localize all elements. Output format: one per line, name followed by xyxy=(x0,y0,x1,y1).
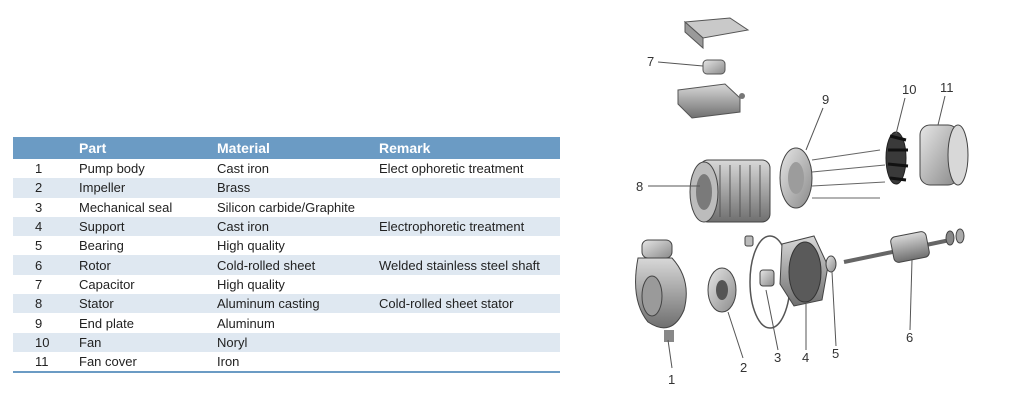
diagram-label-1: 1 xyxy=(668,372,675,387)
table-row: 8 Stator Aluminum casting Cold-rolled sheet… xyxy=(13,294,560,314)
fan-part xyxy=(885,131,909,185)
capacitor-terminal-box-part xyxy=(677,17,750,119)
table-row: 5 Bearing High quality xyxy=(13,236,560,256)
row-number: 5 xyxy=(35,238,43,254)
table-row: 9 End plate Aluminum xyxy=(13,313,560,333)
row-number: 9 xyxy=(35,315,43,331)
row-part: Fan cover xyxy=(79,354,137,370)
row-material: Iron xyxy=(217,354,240,370)
row-number: 1 xyxy=(35,161,43,177)
row-material: Brass xyxy=(217,180,251,196)
table-row: 4 Support Cast iron Electrophoretic treatme… xyxy=(13,216,560,237)
row-number: 11 xyxy=(35,354,49,370)
row-number: 7 xyxy=(35,276,43,292)
diagram-label-9: 9 xyxy=(822,92,829,107)
diagram-label-10: 10 xyxy=(902,82,916,97)
diagram-label-6: 6 xyxy=(906,330,913,345)
table-row: 2 Impeller Brass xyxy=(13,178,560,198)
row-material: High quality xyxy=(217,276,285,292)
row-part: Pump body xyxy=(79,161,145,177)
diagram-label-5: 5 xyxy=(832,346,839,361)
exploded-pump-diagram: 7 8 9 10 11 1 2 3 4 5 6 xyxy=(600,0,1014,404)
row-remark xyxy=(379,275,560,294)
stator-housing-part xyxy=(689,159,771,223)
row-part: Mechanical seal xyxy=(79,199,173,215)
diagram-label-4: 4 xyxy=(802,350,809,365)
row-material: Silicon carbide/Graphite xyxy=(217,199,356,215)
header-part: Part xyxy=(79,140,107,156)
bearing-part xyxy=(825,255,837,273)
row-number: 3 xyxy=(35,199,43,215)
diagram-label-7: 7 xyxy=(647,54,654,69)
diagram-label-2: 2 xyxy=(740,360,747,375)
table-bottom-rule xyxy=(13,371,560,374)
row-material: Cast iron xyxy=(217,161,270,177)
diagram-label-3: 3 xyxy=(774,350,781,365)
row-number: 8 xyxy=(35,296,43,312)
row-remark xyxy=(379,178,560,197)
header-remark: Remark xyxy=(379,140,431,156)
row-part: Bearing xyxy=(79,238,124,254)
row-remark xyxy=(379,333,560,352)
diagram-label-11: 11 xyxy=(940,80,954,95)
header-number xyxy=(13,137,79,159)
row-remark: Electrophoretic treatment xyxy=(379,219,525,235)
support-part xyxy=(779,235,829,307)
row-remark xyxy=(379,236,560,255)
header-material: Material xyxy=(217,140,270,156)
row-material: Cast iron xyxy=(217,219,270,235)
end-plate-part xyxy=(779,147,886,209)
row-part: Rotor xyxy=(79,257,111,273)
row-number: 2 xyxy=(35,180,43,196)
table-row: 3 Mechanical seal Silicon carbide/Graphite xyxy=(13,197,560,217)
row-remark: Welded stainless steel shaft xyxy=(379,257,540,273)
row-number: 6 xyxy=(35,257,43,273)
row-part: Support xyxy=(79,219,125,235)
row-number: 4 xyxy=(35,219,43,235)
row-material: Aluminum xyxy=(217,315,275,331)
row-remark: Cold-rolled sheet stator xyxy=(379,296,514,312)
rotor-part xyxy=(843,228,965,264)
row-remark xyxy=(379,198,560,217)
impeller-part xyxy=(707,267,737,313)
table-row: 1 Pump body Cast iron Elect ophoretic treat… xyxy=(13,159,560,179)
table-row: 11 Fan cover Iron xyxy=(13,351,560,372)
table-header-row: Part Material Remark xyxy=(13,137,560,159)
row-remark: Elect ophoretic treatment xyxy=(379,161,524,177)
row-part: Fan xyxy=(79,334,102,350)
pump-body-part xyxy=(635,239,687,342)
diagram-label-8: 8 xyxy=(636,179,643,194)
row-part: End plate xyxy=(79,315,134,331)
row-part: Stator xyxy=(79,296,114,312)
row-material: Noryl xyxy=(217,334,248,350)
row-material: Aluminum casting xyxy=(217,296,320,312)
fan-cover-part xyxy=(919,124,969,186)
table-row: 6 Rotor Cold-rolled sheet Welded stainless … xyxy=(13,255,560,275)
table-row: 10 Fan Noryl xyxy=(13,332,560,352)
row-remark xyxy=(379,313,560,332)
row-material: High quality xyxy=(217,238,285,254)
row-number: 10 xyxy=(35,334,50,350)
row-part: Impeller xyxy=(79,180,126,196)
table-row: 7 Capacitor High quality xyxy=(13,274,560,295)
row-remark xyxy=(379,352,560,371)
row-part: Capacitor xyxy=(79,276,135,292)
row-material: Cold-rolled sheet xyxy=(217,257,316,273)
